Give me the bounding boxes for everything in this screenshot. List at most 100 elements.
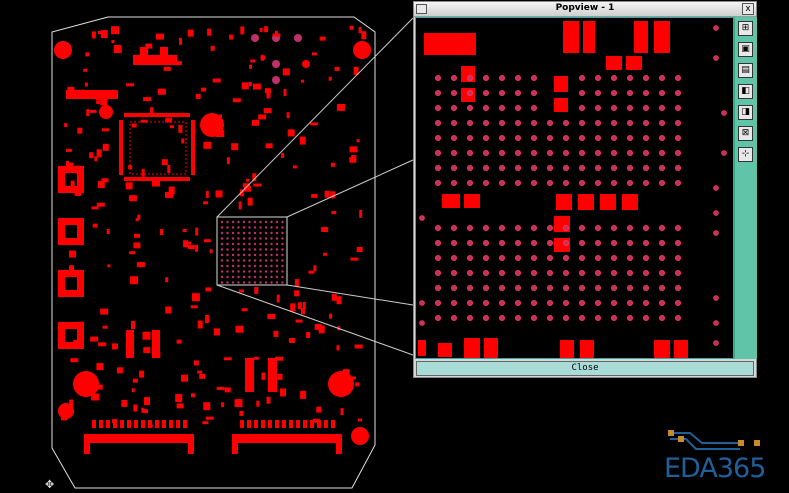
- zoom-via: [658, 299, 665, 306]
- smd-pad: [91, 31, 96, 39]
- zoom-via: [594, 75, 601, 82]
- finger-pad: [141, 420, 145, 428]
- window-close-icon[interactable]: x: [742, 3, 754, 15]
- bga-ball: [275, 248, 279, 251]
- zoom-via: [451, 314, 458, 321]
- smd-pad: [152, 179, 160, 187]
- pad: [234, 434, 340, 443]
- zoom-pad: [634, 21, 648, 53]
- smd-pad: [98, 342, 107, 347]
- bga-ball: [259, 248, 262, 251]
- bga-ball: [264, 275, 268, 279]
- zoom-via: [499, 179, 506, 186]
- smd-pad: [294, 279, 299, 288]
- expand-icon[interactable]: ⊹: [738, 147, 753, 162]
- zoom-via: [658, 135, 665, 142]
- bga-ball: [259, 259, 262, 262]
- smd-pad: [355, 382, 360, 387]
- pad: [152, 330, 160, 358]
- bga-ball: [237, 248, 240, 251]
- bga-ball: [237, 259, 240, 262]
- bga-ball: [259, 281, 262, 284]
- zoom-in-icon[interactable]: ▣: [738, 42, 753, 57]
- smd-pad: [295, 319, 303, 323]
- bga-ball: [253, 237, 257, 240]
- smd-pad: [101, 114, 107, 118]
- bga-ball: [281, 275, 284, 279]
- window-menu-icon[interactable]: [416, 4, 427, 14]
- zoom-via: [483, 314, 490, 321]
- bga-ball: [264, 220, 268, 224]
- zoom-via: [451, 284, 458, 291]
- smd-pad: [264, 26, 269, 33]
- zoom-via: [713, 185, 719, 191]
- zoom-via: [578, 179, 585, 186]
- close-button[interactable]: Close: [416, 361, 754, 376]
- zoom-out-icon[interactable]: ▤: [738, 63, 753, 78]
- smd-pad: [301, 79, 305, 83]
- zoom-region[interactable]: [216, 216, 288, 286]
- smd-pad: [254, 286, 259, 294]
- bga-ball: [231, 264, 235, 268]
- zoom-pad: [626, 56, 642, 70]
- bga-ball: [220, 242, 224, 246]
- smd-pad: [95, 96, 101, 101]
- zoom-via: [546, 179, 553, 186]
- smd-pad: [215, 190, 223, 198]
- via: [272, 60, 280, 68]
- smd-pad: [102, 325, 108, 329]
- bga-ball: [270, 259, 273, 262]
- zoom-via: [674, 120, 681, 127]
- zoom-via: [578, 224, 585, 231]
- zoom-via: [467, 314, 474, 321]
- smd-pad: [70, 358, 79, 363]
- mount-hole: [351, 427, 369, 445]
- zoom-via: [515, 135, 522, 142]
- zoom-via: [434, 269, 441, 276]
- zoom-via: [434, 105, 441, 112]
- zoom-via: [578, 164, 585, 171]
- zoom-via: [483, 75, 490, 82]
- zoom-pad: [606, 56, 622, 70]
- pan-left-icon[interactable]: ◧: [738, 84, 753, 99]
- bga-ball: [264, 226, 268, 229]
- smd-pad: [242, 183, 250, 188]
- pad: [133, 55, 177, 65]
- smd-pad: [96, 149, 102, 158]
- smd-pad: [264, 88, 271, 94]
- zoom-via: [515, 149, 522, 156]
- zoom-via: [434, 314, 441, 321]
- pad: [65, 225, 77, 238]
- smd-pad: [161, 159, 168, 166]
- bga-ball: [264, 231, 268, 235]
- bga-ball: [253, 264, 257, 268]
- smd-pad: [75, 165, 81, 174]
- popview-zoom-canvas[interactable]: [415, 17, 734, 359]
- zoom-via: [658, 164, 665, 171]
- bga-ball: [242, 248, 246, 251]
- pan-right-icon[interactable]: ◨: [738, 105, 753, 120]
- smd-pad: [223, 357, 232, 361]
- bga-ball: [281, 253, 284, 257]
- bga-ball: [270, 264, 273, 268]
- bga-ball: [259, 270, 262, 273]
- zoom-pad: [578, 194, 594, 210]
- fit-window-icon[interactable]: ⊠: [738, 126, 753, 141]
- zoom-via: [419, 300, 425, 306]
- zoom-pad: [554, 98, 568, 112]
- zoom-via: [642, 254, 649, 261]
- bga-ball: [264, 259, 268, 262]
- smd-pad: [64, 123, 68, 128]
- smd-pad: [247, 197, 253, 206]
- finger-pad: [113, 420, 117, 428]
- smd-pad: [78, 321, 84, 328]
- zoom-via: [578, 254, 585, 261]
- popview-titlebar[interactable]: Popview - 1 x: [414, 2, 756, 17]
- bga-ball: [270, 231, 273, 235]
- pad: [126, 330, 134, 358]
- smd-pad: [133, 242, 141, 249]
- zoom-fit-icon[interactable]: ⊞: [738, 21, 753, 36]
- zoom-via: [451, 239, 458, 246]
- board-outline: [51, 16, 376, 489]
